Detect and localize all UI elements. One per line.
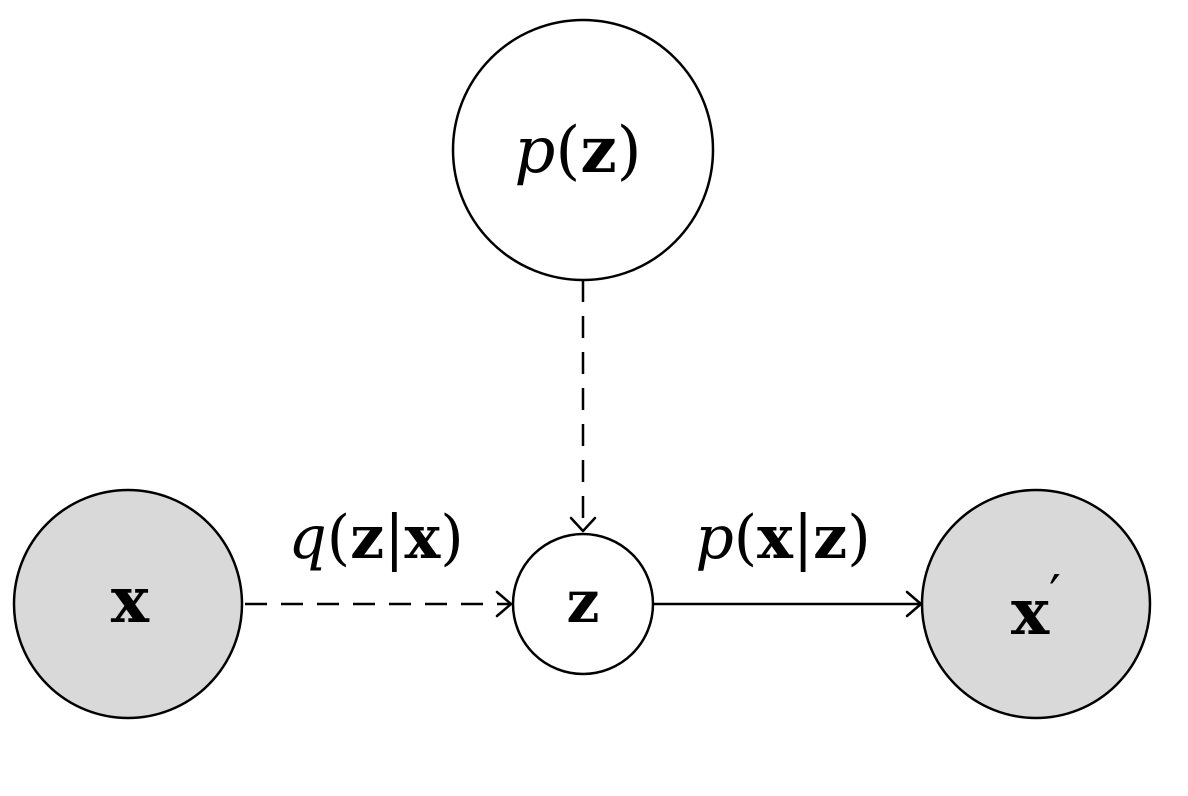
node-latent-label: z [567, 568, 600, 636]
node-prior-var: z [580, 113, 616, 188]
edge-encoder-open: ( [327, 503, 350, 573]
edge-encoder-arrowhead [495, 590, 513, 618]
node-input-label: x [111, 563, 150, 638]
edge-decoder-fn: p [695, 503, 733, 573]
edge-encoder [245, 590, 513, 618]
node-output-prime: ′ [1049, 565, 1061, 625]
edge-decoder-close: ) [847, 503, 870, 573]
node-prior-fn: p [514, 114, 555, 188]
edge-decoder-a: x [757, 503, 794, 573]
node-output: x′ [920, 488, 1152, 720]
edge-encoder-b: x [404, 503, 441, 573]
edge-prior-to-latent-arrowhead [569, 516, 597, 533]
edge-decoder-open: ( [734, 503, 757, 573]
node-prior: p(z) [451, 18, 715, 282]
node-latent: z [511, 532, 655, 676]
node-prior-close: ) [617, 114, 642, 188]
node-prior-open: ( [555, 114, 580, 188]
edge-encoder-a: z [350, 503, 384, 573]
edge-encoder-close: ) [440, 503, 463, 573]
node-latent-circle [511, 532, 655, 676]
edge-prior-to-latent [569, 280, 597, 533]
edge-encoder-label: q(z|x) [288, 503, 463, 573]
node-input: x [12, 488, 244, 720]
edge-decoder-b: z [813, 503, 847, 573]
edge-decoder [653, 590, 923, 618]
node-output-circle [920, 488, 1152, 720]
node-prior-label: p(z) [514, 113, 641, 188]
edge-decoder-bar: | [793, 503, 813, 573]
node-prior-circle [451, 18, 715, 282]
node-output-var: x [1011, 575, 1050, 650]
node-output-label: x′ [1011, 565, 1061, 650]
edge-encoder-fn: q [288, 503, 326, 573]
edge-decoder-label: p(x|z) [695, 503, 870, 573]
edge-encoder-bar: | [384, 503, 404, 573]
node-input-circle [12, 488, 244, 720]
